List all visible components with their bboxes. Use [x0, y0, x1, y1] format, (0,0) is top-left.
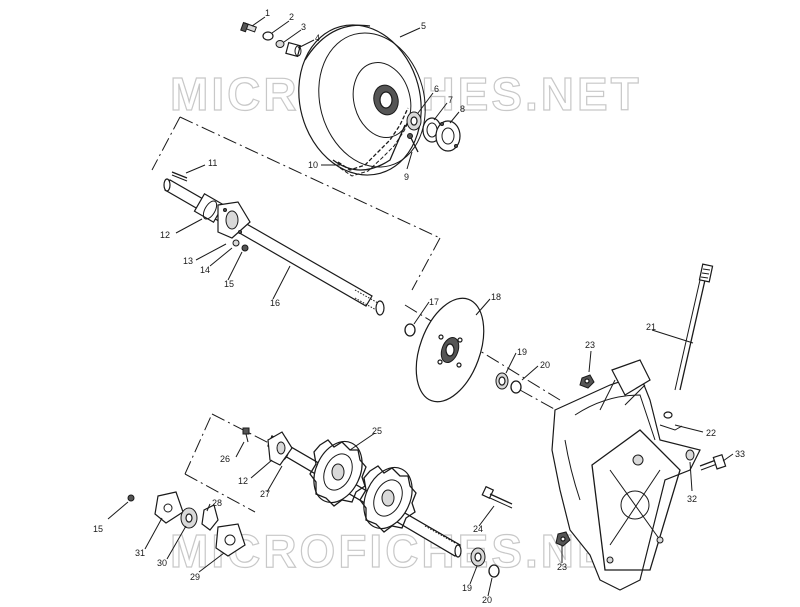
- spacer-4: [285, 41, 302, 58]
- callout-20-lower: 20: [482, 595, 492, 605]
- callout-27: 27: [260, 489, 270, 499]
- sprocket-right: [359, 465, 417, 533]
- sprocket-left: [309, 439, 367, 507]
- callout-33: 33: [735, 449, 745, 459]
- bolt-9: [407, 133, 419, 153]
- bearing-30: [180, 507, 198, 529]
- callout-18: 18: [491, 292, 501, 302]
- alignment-box-upper: [151, 116, 181, 171]
- callout-3: 3: [301, 22, 306, 32]
- flange-plate-8: [435, 120, 461, 152]
- flange-31: [154, 491, 184, 524]
- callout-8: 8: [460, 104, 465, 114]
- leader-lines: [107, 16, 734, 597]
- bolt-1: [240, 21, 257, 33]
- bearing-housing-12: [217, 201, 251, 239]
- callout-7: 7: [448, 95, 453, 105]
- nut-15-lower: [127, 494, 135, 502]
- callout-19-lower: 19: [462, 583, 472, 593]
- screw-26: [242, 427, 250, 443]
- drive-pulley: [298, 24, 426, 176]
- callout-1: 1: [265, 8, 270, 18]
- o-ring-20-lower: [488, 564, 500, 578]
- callout-4: 4: [315, 33, 320, 43]
- callout-20-upper: 20: [540, 360, 550, 370]
- callout-13: 13: [183, 256, 193, 266]
- callout-23-lower: 23: [557, 562, 567, 572]
- callout-22: 22: [706, 428, 716, 438]
- washer-2: [262, 31, 274, 41]
- callout-19-upper: 19: [517, 347, 527, 357]
- callout-16: 16: [270, 298, 280, 308]
- callout-14: 14: [200, 265, 210, 275]
- brake-disc-18: [415, 297, 485, 403]
- callout-28: 28: [212, 498, 222, 508]
- chaincase-housing: [551, 359, 701, 591]
- callout-6: 6: [434, 84, 439, 94]
- callout-10: 10: [308, 160, 318, 170]
- nut-15: [241, 244, 249, 252]
- callout-25: 25: [372, 426, 382, 436]
- callout-23-upper: 23: [585, 340, 595, 350]
- callout-29: 29: [190, 572, 200, 582]
- track-driveshaft-25: [267, 435, 462, 558]
- flange-28: [201, 504, 219, 531]
- circlip-17: [404, 323, 416, 337]
- callout-12-upper: 12: [160, 230, 170, 240]
- callout-5: 5: [421, 21, 426, 31]
- drive-shaft-16: [163, 178, 385, 316]
- callout-9: 9: [404, 172, 409, 182]
- lock-washer-3: [275, 40, 285, 48]
- bolt-33: [699, 453, 727, 471]
- o-ring-20-upper: [510, 380, 522, 394]
- callout-21: 21: [646, 322, 656, 332]
- clip-22: [659, 411, 683, 431]
- callout-labels: 1 2 3 4 5 6 7 8 9 10 11 12 13 14 15 16 1…: [93, 8, 745, 605]
- callout-2: 2: [289, 12, 294, 22]
- roll-pin-11: [171, 171, 188, 182]
- dipstick-21: [674, 263, 714, 391]
- callout-15-upper: 15: [224, 279, 234, 289]
- alignment-box-lower: [184, 413, 213, 475]
- nut-23-lower: [555, 531, 571, 547]
- callout-30: 30: [157, 558, 167, 568]
- washer-32: [685, 449, 695, 461]
- flange-29: [215, 523, 246, 557]
- callout-32: 32: [687, 494, 697, 504]
- nut-23-upper: [579, 374, 595, 389]
- nut-14: [232, 239, 240, 247]
- callout-31: 31: [135, 548, 145, 558]
- callout-15-lower: 15: [93, 524, 103, 534]
- bolt-24: [481, 485, 513, 509]
- bearing-housing-27: [267, 431, 293, 466]
- callout-26: 26: [220, 454, 230, 464]
- callout-12-lower: 12: [238, 476, 248, 486]
- callout-17: 17: [429, 297, 439, 307]
- drive-chain: [337, 107, 409, 171]
- callout-24: 24: [473, 524, 483, 534]
- callout-11: 11: [208, 158, 217, 168]
